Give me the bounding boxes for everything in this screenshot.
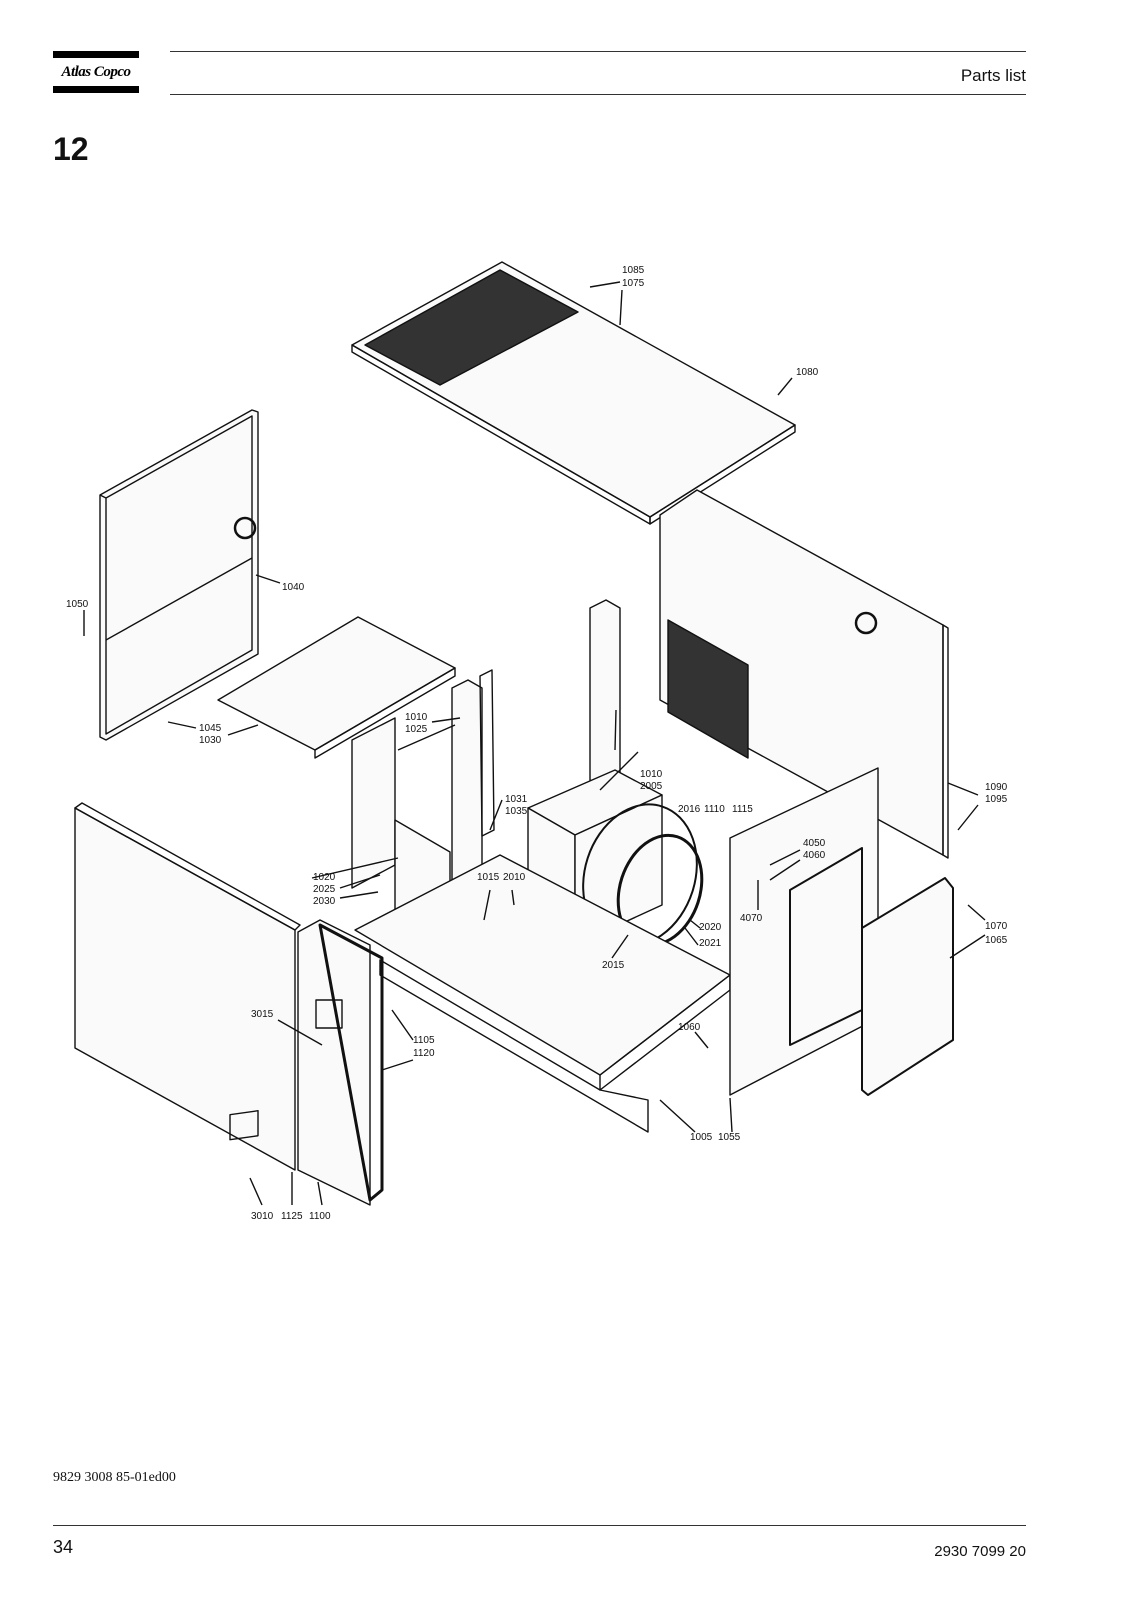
callout-1115: 1115 [732,804,753,815]
callout-1010-right: 1010 [640,769,663,780]
callout-2025: 2025 [313,884,336,895]
callout-1015: 1015 [477,872,500,883]
callout-1010-left: 1010 [405,712,428,723]
callout-1075: 1075 [622,278,645,289]
callout-1105: 1105 [413,1035,435,1046]
callout-2030: 2030 [313,896,336,907]
callout-1025: 1025 [405,724,428,735]
callout-1095: 1095 [985,794,1008,805]
callout-1110: 1110 [704,804,725,815]
callout-1035: 1035 [505,806,528,817]
callout-4050: 4050 [803,838,826,849]
callout-2021: 2021 [699,938,722,949]
document-code: 9829 3008 85-01ed00 [53,1470,176,1485]
callout-1070: 1070 [985,921,1008,932]
callout-1100: 1100 [309,1211,331,1222]
header-rule-top [170,51,1026,52]
callout-2016: 2016 [678,804,701,815]
logo-wordmark: Atlas Copco [61,64,131,80]
page-number: 34 [53,1537,74,1557]
callout-1055: 1055 [718,1132,741,1143]
callout-4070: 4070 [740,913,763,924]
callout-3015: 3015 [251,1009,274,1020]
exploded-parts-drawing: 1085 1075 1080 1040 1050 1045 1030 1010 … [66,261,1008,1222]
callout-1060: 1060 [678,1022,701,1033]
callout-1040: 1040 [282,582,305,593]
callout-1090: 1090 [985,782,1008,793]
atlas-copco-logo: Atlas Copco [53,51,139,93]
callout-1125: 1125 [281,1211,303,1222]
section-number: 12 [53,131,89,167]
footer-rule [53,1525,1026,1526]
callout-2005: 2005 [640,781,663,792]
logo-bar-top [53,51,139,58]
callout-1050: 1050 [66,599,89,610]
callout-2020: 2020 [699,922,722,933]
callout-1005: 1005 [690,1132,713,1143]
callout-4060: 4060 [803,850,826,861]
callout-1031: 1031 [505,794,528,805]
header-title: Parts list [960,66,1026,85]
callout-2010: 2010 [503,872,526,883]
callout-1020: 1020 [313,872,336,883]
footer-reference: 2930 7099 20 [934,1543,1026,1560]
callout-1045: 1045 [199,723,222,734]
callout-1030: 1030 [199,735,222,746]
callout-1120: 1120 [413,1048,435,1059]
callout-1085: 1085 [622,265,645,276]
callout-2015: 2015 [602,960,625,971]
header-rule-bottom [170,94,1026,95]
callout-1080: 1080 [796,367,819,378]
callout-1065: 1065 [985,935,1008,946]
callout-3010: 3010 [251,1211,274,1222]
logo-bar-bottom [53,86,139,93]
